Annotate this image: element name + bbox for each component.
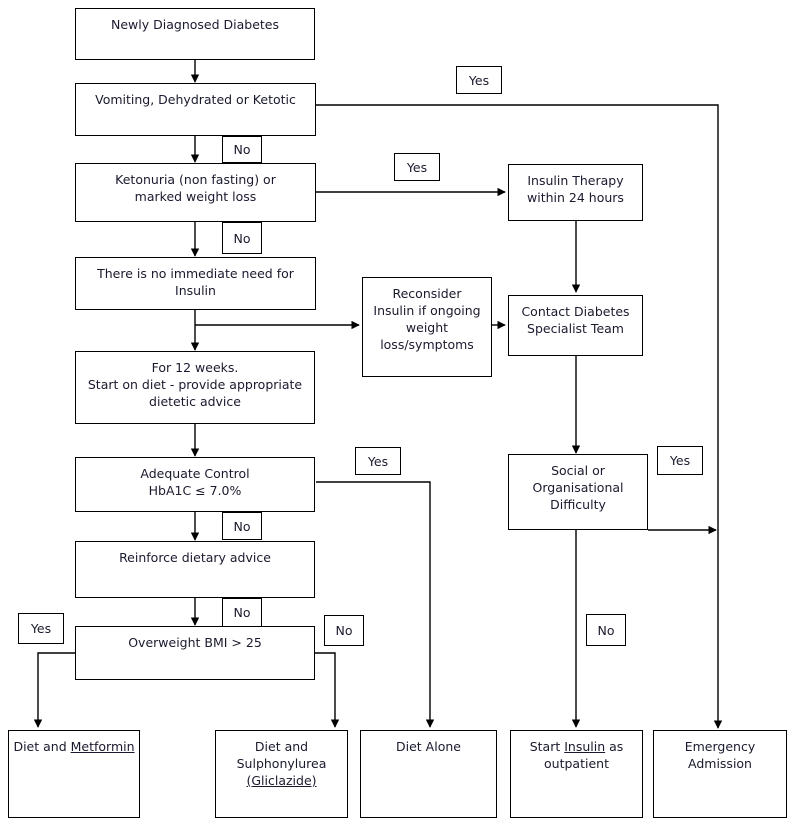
node-label: Diet and Metformin xyxy=(9,738,139,755)
node-newly-diagnosed-diabetes[interactable]: Newly Diagnosed Diabetes xyxy=(75,8,315,60)
node-label: Start Insulin as outpatient xyxy=(511,738,642,772)
node-for-12-weeks-diet[interactable]: For 12 weeks. Start on diet - provide ap… xyxy=(75,351,315,424)
node-reconsider-insulin[interactable]: Reconsider Insulin if ongoing weight los… xyxy=(362,277,492,377)
edge-label-reinforce-no: No xyxy=(222,598,262,627)
edge-label-text: No xyxy=(233,142,251,157)
edge-label-vomiting-yes: Yes xyxy=(456,66,502,94)
node-label-drug: Insulin xyxy=(564,739,606,754)
edge-label-text: Yes xyxy=(669,453,691,468)
node-label: Reconsider Insulin if ongoing weight los… xyxy=(373,286,481,352)
node-diet-alone[interactable]: Diet Alone xyxy=(360,730,497,818)
edge-label-text: Yes xyxy=(406,159,428,175)
edge-label-text: No xyxy=(233,518,251,534)
node-no-immediate-need-for-insulin[interactable]: There is no immediate need for Insulin xyxy=(75,257,316,310)
node-contact-diabetes-specialist-team[interactable]: Contact Diabetes Specialist Team xyxy=(508,295,643,356)
edge-label-overweight-yes: Yes xyxy=(18,613,64,644)
node-overweight-bmi[interactable]: Overweight BMI > 25 xyxy=(75,626,315,680)
node-label: Newly Diagnosed Diabetes xyxy=(111,17,279,32)
node-label: Adequate Control HbA1C ≤ 7.0% xyxy=(140,466,250,498)
edge-label-text: Yes xyxy=(468,72,490,88)
node-label: Reinforce dietary advice xyxy=(119,550,271,565)
node-label: Overweight BMI > 25 xyxy=(128,635,262,650)
edge-label-overweight-no: No xyxy=(324,615,364,646)
node-vomiting-dehydrated-or-ketotic[interactable]: Vomiting, Dehydrated or Ketotic xyxy=(75,83,316,136)
node-label: Insulin Therapy within 24 hours xyxy=(527,173,624,205)
node-start-insulin-as-outpatient[interactable]: Start Insulin as outpatient xyxy=(510,730,643,818)
node-label: There is no immediate need for Insulin xyxy=(97,266,294,298)
edge-label-text: No xyxy=(233,605,251,620)
node-label: Social or Organisational Difficulty xyxy=(532,463,624,512)
edge-label-adequate-control-yes: Yes xyxy=(355,447,401,475)
edge-label-vomiting-no: No xyxy=(222,136,262,163)
edge-label-social-difficulty-no: No xyxy=(586,614,626,646)
node-label-drug: Metformin xyxy=(70,739,135,754)
node-label: Emergency Admission xyxy=(684,739,756,771)
node-label: Diet Alone xyxy=(396,739,461,754)
node-label-suffix: as outpatient xyxy=(544,739,624,771)
edge-label-text: Yes xyxy=(30,621,52,636)
edge-label-text: No xyxy=(597,622,615,638)
node-diet-and-metformin[interactable]: Diet and Metformin xyxy=(8,730,140,818)
node-label-drug: (Gliclazide) xyxy=(246,773,317,788)
node-reinforce-dietary-advice[interactable]: Reinforce dietary advice xyxy=(75,541,315,598)
node-label: For 12 weeks. Start on diet - provide ap… xyxy=(87,360,303,409)
edge-label-social-difficulty-yes: Yes xyxy=(657,446,703,475)
edge-label-text: No xyxy=(233,230,251,246)
edge-label-text: No xyxy=(335,623,353,638)
edge-label-text: Yes xyxy=(367,453,389,469)
edge-label-ketonuria-no: No xyxy=(222,222,262,254)
node-label-line1: Diet and xyxy=(254,739,309,754)
node-label: Contact Diabetes Specialist Team xyxy=(521,304,630,336)
node-label-prefix: Diet and xyxy=(13,739,71,754)
edge-label-adequate-control-no: No xyxy=(222,512,262,540)
node-label-prefix: Start xyxy=(529,739,565,754)
node-emergency-admission[interactable]: Emergency Admission xyxy=(653,730,787,818)
node-insulin-therapy-24-hours[interactable]: Insulin Therapy within 24 hours xyxy=(508,164,643,221)
node-label: Ketonuria (non fasting) or marked weight… xyxy=(115,172,276,204)
node-ketonuria-or-weight-loss[interactable]: Ketonuria (non fasting) or marked weight… xyxy=(75,163,316,222)
node-adequate-control-hba1c[interactable]: Adequate Control HbA1C ≤ 7.0% xyxy=(75,457,315,512)
node-label-line2: Sulphonylurea xyxy=(236,756,327,771)
node-social-or-organisational-difficulty[interactable]: Social or Organisational Difficulty xyxy=(508,454,648,530)
node-label: Vomiting, Dehydrated or Ketotic xyxy=(95,92,296,107)
edge-label-ketonuria-yes: Yes xyxy=(394,153,440,181)
